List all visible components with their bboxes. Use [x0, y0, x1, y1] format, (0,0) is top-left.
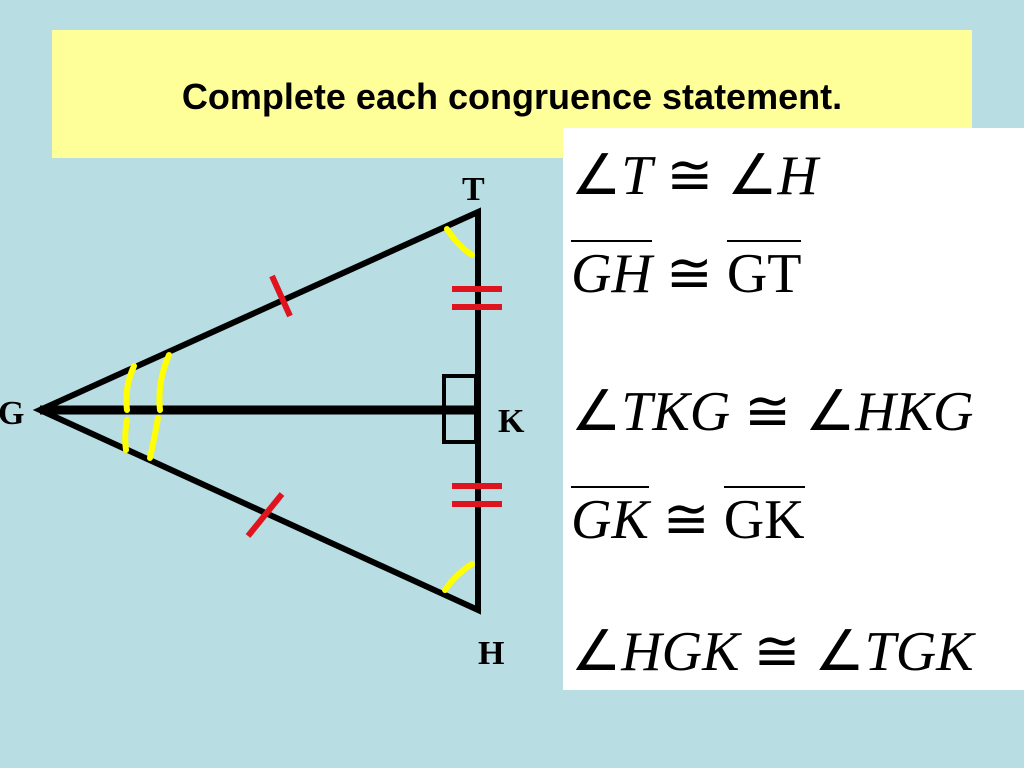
statement-5-right: TGK — [864, 621, 974, 683]
right-angle-marker — [442, 374, 478, 444]
arc-angle-t — [444, 226, 475, 258]
statement-segment-gk-gk: GK ≅ GK — [571, 486, 805, 552]
statement-angle-hgk-tgk: ∠HGK ≅ ∠TGK — [571, 621, 974, 683]
arc-angle-hgk-outer — [147, 415, 161, 461]
statement-4-right: GK — [723, 486, 805, 548]
statement-5-left: HGK — [621, 621, 740, 683]
congruence-statements-panel: ∠T ≅ ∠H GH ≅ GT ∠TKG ≅ ∠HKG GK ≅ GK ∠HGK… — [563, 128, 1024, 690]
statement-1-left: T — [621, 145, 653, 207]
statement-4-left: GK — [571, 486, 649, 548]
vertex-label-g: G — [0, 395, 24, 432]
arc-angle-h — [442, 561, 475, 593]
statement-angle-t-h: ∠T ≅ ∠H — [571, 145, 818, 207]
statement-angle-tkg-hkg: ∠TKG ≅ ∠HKG — [571, 381, 974, 443]
statement-2-left: GH — [571, 240, 652, 302]
vertex-label-h: H — [478, 635, 504, 672]
arc-angle-tgk-inner — [123, 363, 137, 413]
statement-3-right: HKG — [855, 381, 974, 443]
vertex-label-t: T — [462, 171, 485, 208]
arc-angle-tgk-outer — [156, 352, 172, 413]
slide-title: Complete each congruence statement. — [181, 76, 843, 117]
tick-gh — [245, 492, 285, 538]
statement-2-right: GT — [726, 240, 802, 302]
statement-3-left: TKG — [621, 381, 731, 443]
statement-1-right: H — [777, 145, 818, 207]
arc-angle-hgk-inner — [122, 417, 130, 453]
tick-gt — [269, 274, 293, 318]
vertex-label-k: K — [498, 403, 525, 440]
statement-segment-gh-gt: GH ≅ GT — [571, 240, 802, 306]
